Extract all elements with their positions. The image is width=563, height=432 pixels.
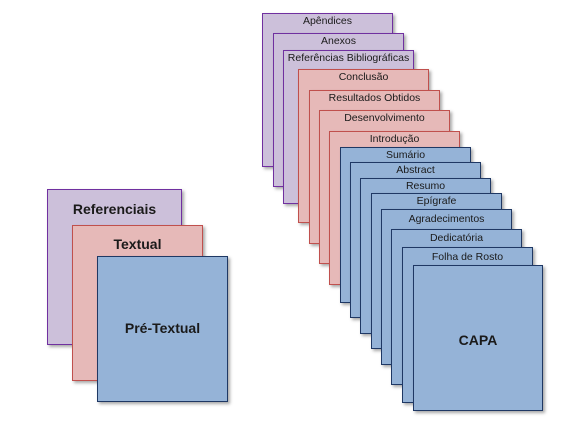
resumo-label: Resumo — [405, 180, 446, 192]
introducao-label: Introdução — [369, 133, 420, 145]
referenciais-label: Referenciais — [72, 201, 157, 217]
pre-textual-label: Pré-Textual — [124, 320, 201, 336]
capa-label: CAPA — [458, 332, 498, 348]
pre-textual-sheet: Pré-Textual — [97, 256, 228, 402]
sumario-label: Sumário — [385, 149, 426, 161]
abstract-label: Abstract — [396, 164, 435, 176]
folha-de-rosto-label: Folha de Rosto — [431, 251, 504, 263]
resultados-label: Resultados Obtidos — [328, 92, 421, 104]
apendices-label: Apêndices — [302, 15, 353, 27]
desenvolvimento-label: Desenvolvimento — [344, 112, 425, 124]
anexos-label: Anexos — [320, 35, 357, 47]
capa-sheet: CAPA — [413, 265, 543, 411]
referencias-label: Referências Bibliográficas — [287, 52, 410, 64]
agradecimentos-label: Agradecimentos — [408, 213, 485, 225]
dedicatoria-label: Dedicatória — [429, 232, 484, 244]
conclusao-label: Conclusão — [338, 71, 389, 83]
textual-label: Textual — [113, 236, 162, 252]
epigrafe-label: Epígrafe — [416, 195, 457, 207]
